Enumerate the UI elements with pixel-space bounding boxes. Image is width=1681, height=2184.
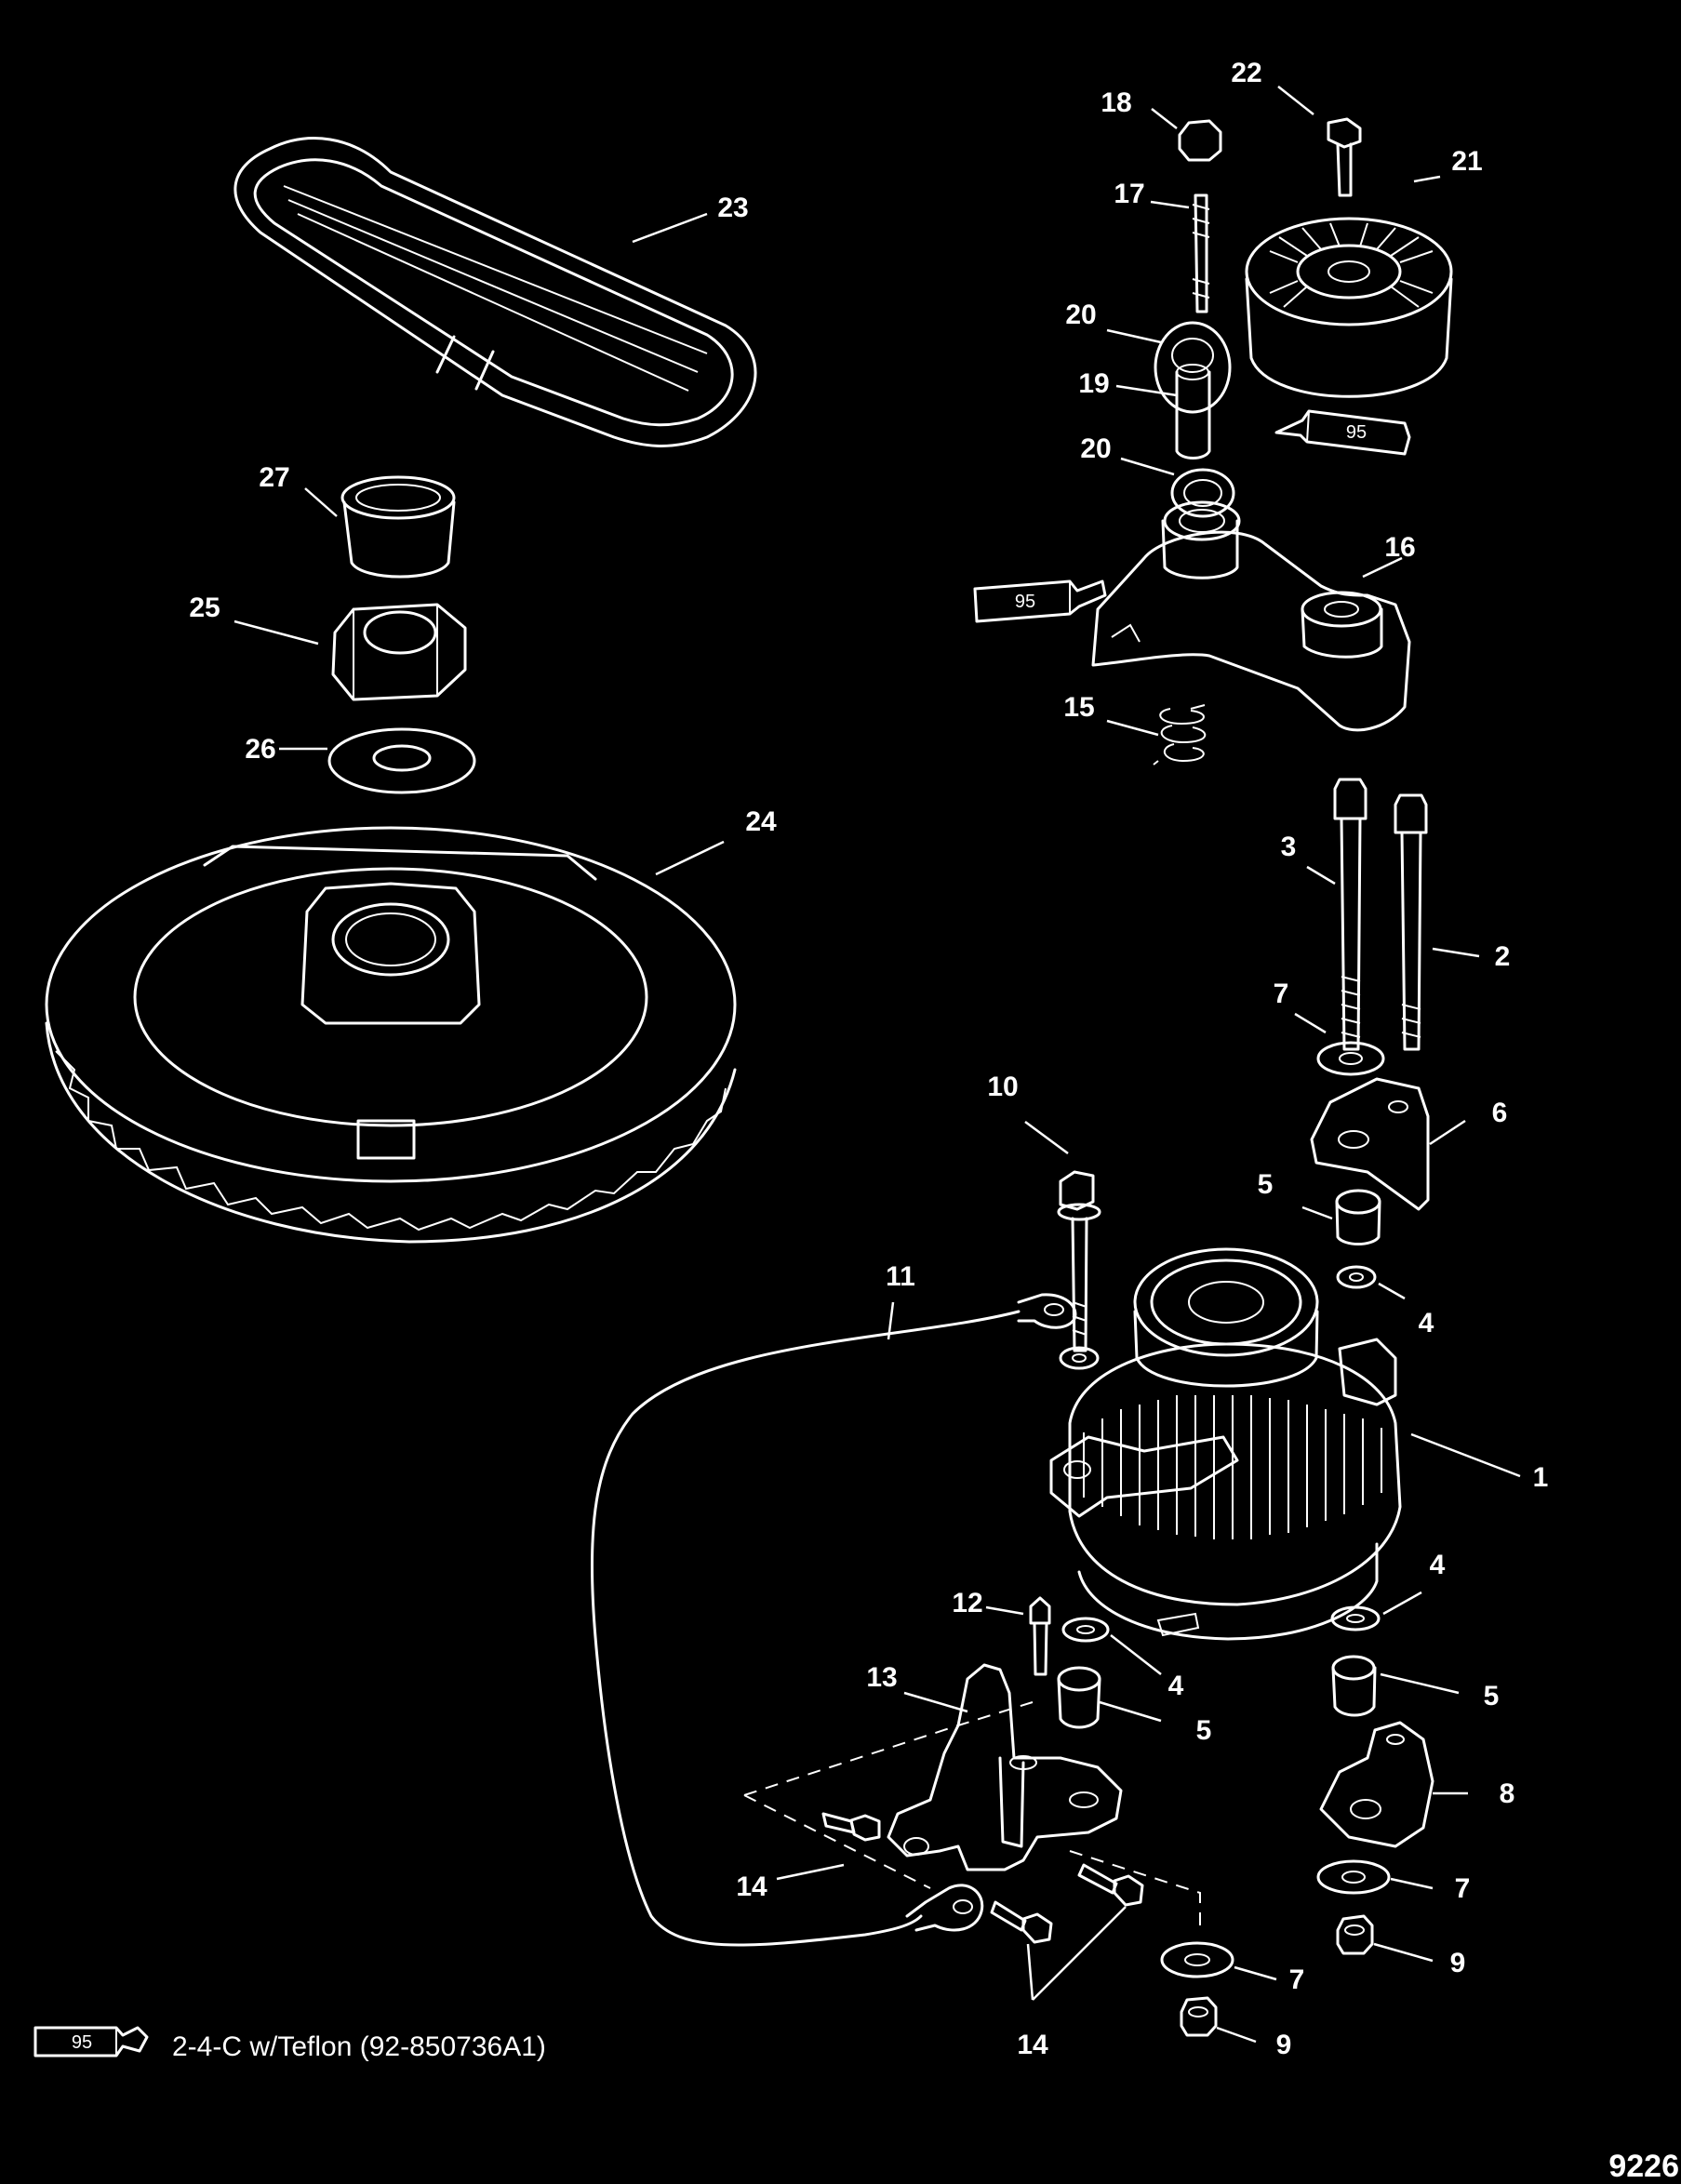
legend-text: 2-4-C w/Teflon (92-850736A1)	[172, 2031, 546, 2062]
callout-15: 15	[1063, 692, 1094, 723]
screw-14-center	[990, 1900, 1053, 1944]
callout-4-upper: 4	[1419, 1308, 1434, 1338]
callout-16: 16	[1384, 532, 1415, 563]
bolt-10	[1057, 1170, 1101, 1352]
callout-13: 13	[866, 1662, 897, 1693]
callout-9-bottom: 9	[1276, 2030, 1292, 2060]
callout-2: 2	[1495, 941, 1511, 972]
callout-1: 1	[1533, 1462, 1549, 1493]
hex-nut-25	[331, 603, 467, 701]
callout-11: 11	[886, 1261, 915, 1292]
bracket-8	[1319, 1721, 1434, 1848]
callout-5-center: 5	[1196, 1715, 1212, 1746]
mounting-bracket-13	[887, 1663, 1123, 1871]
callout-6: 6	[1492, 1098, 1508, 1128]
washer-26	[327, 727, 476, 794]
bushing-27	[340, 475, 456, 579]
callout-5-right: 5	[1484, 1681, 1500, 1711]
callout-19: 19	[1078, 368, 1109, 399]
callout-20-lower: 20	[1080, 433, 1111, 464]
bolt-22	[1327, 117, 1362, 197]
callout-10: 10	[987, 1072, 1018, 1102]
bushing-20-lower	[1170, 468, 1235, 518]
callout-14-bottom: 14	[1017, 2030, 1048, 2060]
flywheel-24	[45, 826, 737, 1244]
figure-number: 9226	[1608, 2149, 1679, 2184]
screw-14-left	[821, 1812, 881, 1842]
callout-20-upper: 20	[1065, 300, 1096, 330]
callout-27: 27	[259, 462, 289, 493]
callout-4-center: 4	[1168, 1671, 1184, 1701]
drive-belt-23	[233, 137, 757, 447]
alignment-dashed-line-lower	[743, 1794, 931, 1889]
nut-9-bottom	[1180, 1996, 1218, 2037]
callout-9-right: 9	[1450, 1948, 1466, 1978]
washer-4-center	[1061, 1617, 1110, 1643]
spacer-5-upper	[1335, 1189, 1381, 1245]
callout-7-right: 7	[1455, 1873, 1471, 1904]
callout-7-top: 7	[1274, 979, 1289, 1009]
lubricant-tube-lower: 95	[973, 579, 1107, 623]
legend: 95 2-4-C w/Teflon (92-850736A1)	[33, 2026, 546, 2062]
callout-24: 24	[745, 806, 777, 837]
bracket-6	[1310, 1077, 1430, 1211]
callout-23: 23	[717, 193, 748, 223]
alignment-dashed-line-right	[1069, 1850, 1201, 1935]
nut-9-right	[1336, 1914, 1374, 1955]
stud-12	[1029, 1596, 1051, 1676]
bushing-20-upper	[1154, 321, 1232, 414]
callout-3: 3	[1281, 832, 1297, 862]
callout-18: 18	[1101, 87, 1131, 118]
spacer-5-center	[1057, 1666, 1101, 1729]
washer-7-top	[1316, 1041, 1385, 1076]
tube-label-lower: 95	[1015, 592, 1035, 612]
bolt-2	[1394, 793, 1428, 1051]
spring-15	[1153, 704, 1207, 766]
callout-21: 21	[1451, 146, 1482, 177]
screw-14-right	[1077, 1863, 1144, 1907]
pivot-pin-19	[1175, 364, 1211, 459]
callout-22: 22	[1231, 58, 1261, 88]
washer-under-bolt-10	[1059, 1346, 1100, 1370]
callout-12: 12	[952, 1588, 982, 1618]
legend-tube-icon	[33, 2026, 149, 2057]
lubricant-tube-upper: 95	[1274, 409, 1411, 456]
spacer-5-lower-right	[1331, 1655, 1377, 1717]
callout-4-right: 4	[1430, 1550, 1446, 1580]
callout-14-left: 14	[736, 1871, 767, 1902]
washer-4-upper	[1336, 1265, 1377, 1289]
callout-26: 26	[245, 734, 275, 765]
stud-17	[1192, 193, 1210, 313]
leader-lines	[233, 86, 1521, 2044]
callout-25: 25	[189, 593, 220, 623]
bolt-3	[1333, 778, 1367, 1051]
washer-4-lower-right	[1330, 1605, 1381, 1631]
washer-7-right	[1316, 1859, 1391, 1895]
callout-17: 17	[1114, 179, 1144, 209]
nut-18	[1178, 119, 1222, 162]
idler-pulley-21	[1245, 217, 1453, 398]
tube-label-upper: 95	[1346, 422, 1367, 443]
ground-cable-11	[590, 1293, 1077, 1947]
washer-7-bottom	[1160, 1941, 1234, 1978]
callout-5-upper: 5	[1258, 1169, 1274, 1200]
callout-labels: 1 2 3 4 4 4 5 5 5 6 7 7 7 8 9 9 10 11 12…	[189, 58, 1548, 2060]
callout-8: 8	[1500, 1778, 1515, 1809]
alignment-dashed-line-upper	[743, 1701, 1034, 1796]
tensioner-arm-16	[1091, 500, 1411, 732]
callout-7-bottom: 7	[1289, 1964, 1305, 1995]
alternator-1	[1049, 1247, 1402, 1641]
legend-tube-label: 95	[72, 2032, 92, 2053]
